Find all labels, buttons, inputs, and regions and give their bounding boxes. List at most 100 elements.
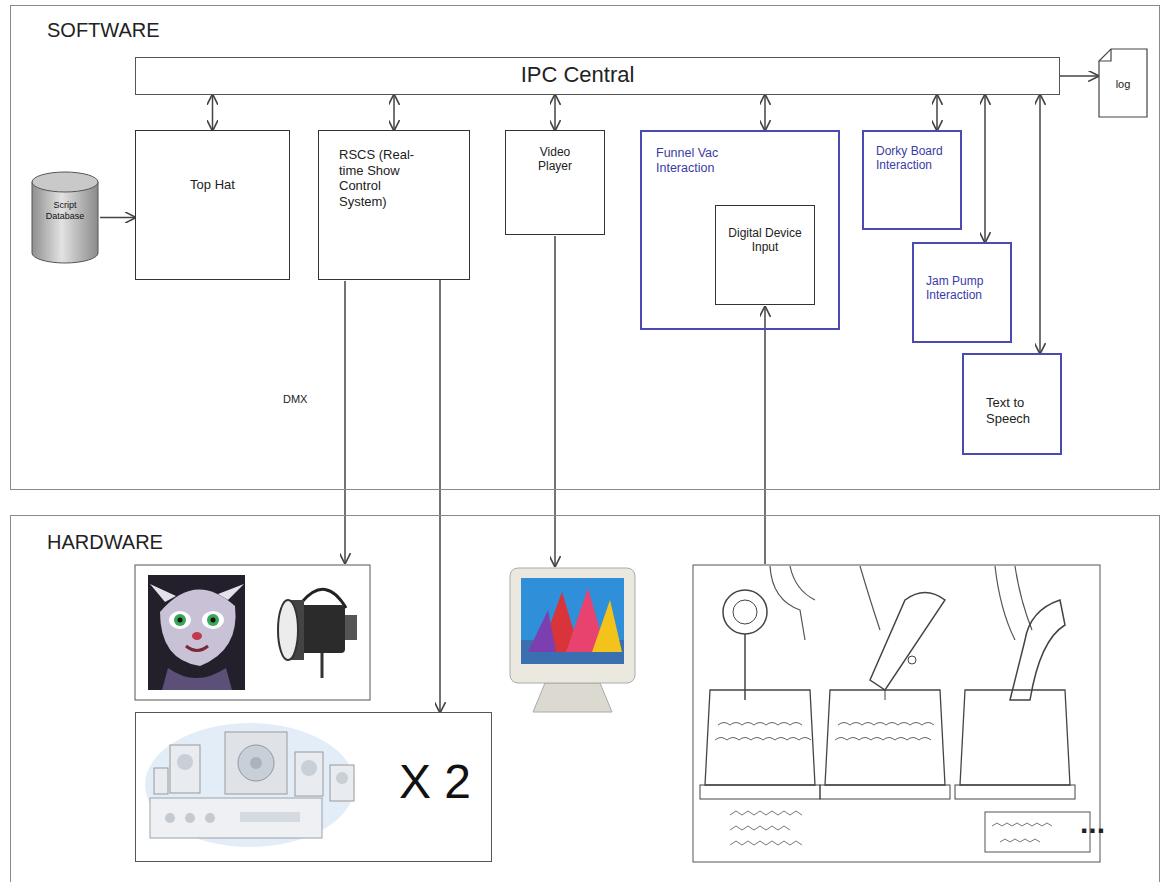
spotlight — [345, 615, 357, 640]
installation-sketch — [825, 690, 945, 785]
speaker-set — [154, 768, 168, 794]
installation-sketch — [723, 590, 767, 634]
installation-sketch — [790, 566, 815, 600]
installation-sketch — [693, 565, 1100, 862]
box-label: Funnel Vac Interaction — [656, 146, 728, 176]
puppet-photo — [186, 646, 208, 651]
box-label: Video Player — [526, 145, 584, 174]
database-label: Script Database — [34, 200, 96, 222]
arrow — [439, 280, 441, 712]
installation-sketch — [770, 566, 805, 640]
software-panel: SOFTWARE IPC Central logScript Database Top… — [10, 5, 1160, 490]
signal-line — [764, 307, 766, 564]
installation-sketch — [733, 600, 757, 624]
double-arrow — [554, 95, 556, 130]
puppet-photo — [150, 584, 176, 602]
spotlight — [278, 589, 357, 678]
installation-sketch — [730, 841, 802, 845]
installation-sketch — [730, 826, 790, 830]
puppet-photo — [160, 589, 236, 666]
spotlight — [278, 600, 298, 660]
speaker-set — [250, 757, 262, 769]
puppet-photo — [162, 668, 232, 690]
speaker-set — [170, 745, 200, 793]
installation-sketch — [860, 566, 880, 630]
process-box: RSCS (Real-time Show Control System) — [318, 130, 470, 280]
double-arrow — [764, 95, 766, 130]
installation-sketch — [1000, 839, 1040, 842]
speaker-set — [336, 772, 348, 784]
installation-sketch — [985, 812, 1090, 852]
interaction-box: Text to Speech — [962, 353, 1062, 455]
speaker-set — [240, 812, 300, 822]
script-database: Script Database — [30, 170, 100, 265]
installation-sketch — [705, 690, 815, 785]
equipment-box: X 2 — [135, 712, 492, 862]
process-box: Video Player — [505, 130, 605, 235]
arrow — [100, 217, 135, 219]
speaker-set — [295, 752, 323, 796]
installation-sketch — [870, 593, 945, 691]
database-cylinder — [32, 172, 98, 192]
double-arrow — [936, 95, 938, 130]
equipment-frame — [135, 565, 370, 700]
arrow — [1060, 75, 1098, 77]
document-shape — [1099, 49, 1111, 61]
panel-heading: SOFTWARE — [47, 18, 1159, 42]
box-label: RSCS (Real-time Show Control System) — [339, 147, 427, 209]
speaker-set — [185, 813, 195, 823]
crt-monitor — [592, 600, 622, 652]
speaker-set — [301, 760, 317, 776]
box-label: Top Hat — [144, 177, 281, 193]
puppet-photo — [192, 632, 202, 640]
bus-bar: IPC Central — [135, 57, 1060, 95]
signal-line — [554, 236, 556, 566]
log-document: log — [1098, 48, 1148, 118]
document-shape — [1099, 49, 1147, 117]
speaker-set — [330, 765, 354, 801]
double-arrow — [393, 95, 395, 130]
quantity-label: X 2 — [136, 753, 471, 811]
installation-sketch — [715, 738, 811, 741]
crt-monitor — [528, 610, 556, 652]
speaker-set — [238, 745, 274, 781]
bus-label: IPC Central — [136, 62, 1019, 88]
signal-line — [345, 236, 765, 566]
box-label: Text to Speech — [986, 395, 1050, 426]
equipment-frame — [135, 565, 370, 700]
crt-monitor — [533, 683, 612, 712]
spotlight — [300, 605, 345, 653]
installation-sketch — [700, 785, 820, 799]
installation-sketch — [960, 690, 1070, 785]
crt-monitor — [521, 578, 624, 664]
installation-sketch — [718, 723, 802, 726]
installation-sketch — [955, 785, 1075, 799]
installation-sketch — [838, 723, 934, 726]
double-arrow — [1039, 95, 1041, 353]
speaker-set — [165, 813, 175, 823]
puppet-photo — [174, 614, 186, 626]
speaker-set — [145, 723, 355, 847]
box-label: Jam Pump Interaction — [926, 274, 1002, 303]
crt-monitor — [510, 568, 635, 712]
database-cylinder — [32, 182, 98, 263]
puppet-photo — [169, 611, 191, 629]
speaker-set — [145, 723, 355, 847]
panel-heading: HARDWARE — [47, 530, 1159, 554]
interaction-box: Jam Pump Interaction — [912, 242, 1012, 343]
speaker-set — [225, 732, 287, 794]
installation-sketch — [885, 690, 886, 700]
installation-sketch — [908, 656, 916, 664]
double-arrow — [984, 95, 986, 242]
puppet-photo — [207, 614, 219, 626]
speaker-set — [177, 754, 193, 770]
installation-sketch — [995, 566, 1015, 640]
installation-sketch — [820, 785, 950, 799]
interaction-box: Dorky Board Interaction — [862, 130, 962, 230]
signal-line — [344, 281, 346, 563]
installation-sketch — [693, 565, 1100, 862]
process-box: Digital Device Input — [715, 205, 815, 305]
